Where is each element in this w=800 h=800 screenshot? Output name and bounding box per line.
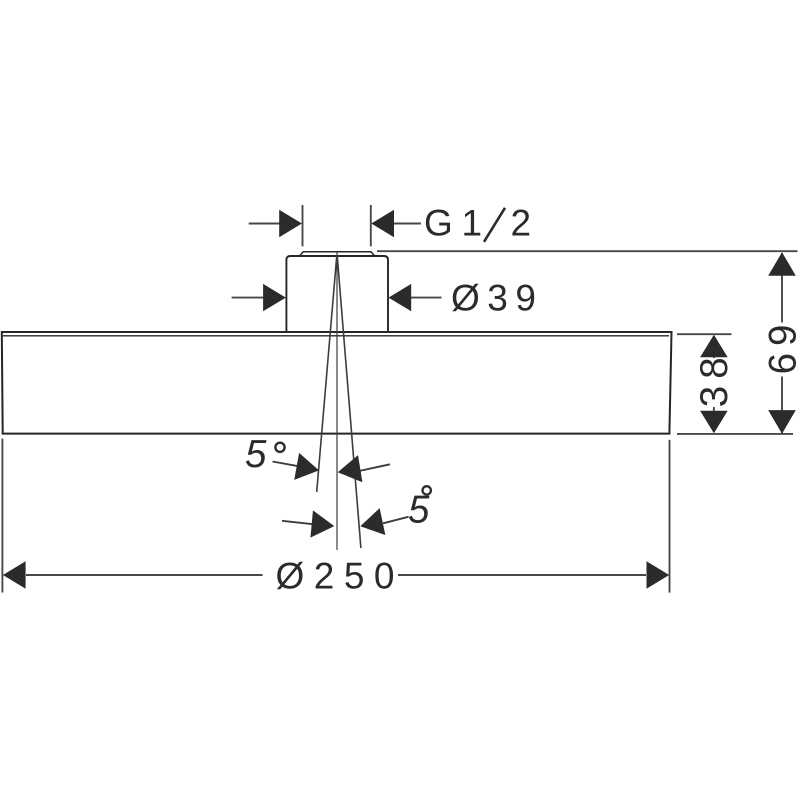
svg-text:1: 1 (462, 203, 483, 244)
svg-text:5: 5 (408, 489, 430, 532)
svg-text:Ø250: Ø250 (276, 556, 405, 597)
svg-text:2: 2 (511, 203, 532, 244)
svg-text:G: G (424, 203, 453, 244)
svg-text:Ø39: Ø39 (451, 278, 543, 319)
svg-text:38: 38 (693, 350, 736, 407)
svg-text:5: 5 (245, 433, 267, 476)
svg-text:69: 69 (761, 318, 800, 375)
